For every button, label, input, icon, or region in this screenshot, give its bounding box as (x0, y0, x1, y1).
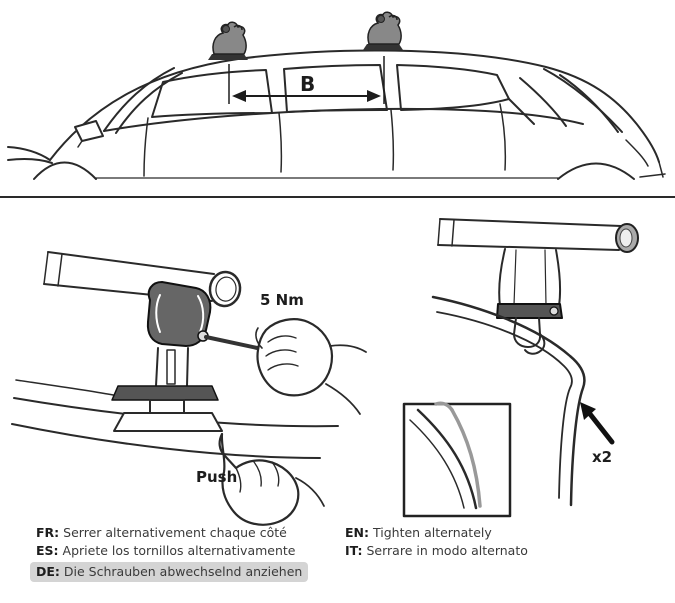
clamp-detail (402, 218, 639, 518)
instruction-de: DE:Die Schrauben abwechselnd anziehen (30, 562, 309, 582)
instructions-left-column: FR:Serrer alternativement chaque côté ES… (30, 524, 336, 582)
instruction-de-lang: DE: (36, 564, 60, 579)
instruction-it: IT:Serrare in modo alternato (345, 542, 645, 560)
push-label: Push (196, 468, 238, 486)
instruction-fr: FR:Serrer alternativement chaque côté (36, 524, 336, 542)
car-side-view (7, 49, 666, 180)
tightening-detail (11, 251, 367, 526)
roof-mount-front (207, 21, 249, 61)
instruction-it-text: Serrare in modo alternato (366, 543, 528, 558)
instruction-it-lang: IT: (345, 543, 363, 558)
instruction-es-lang: ES: (36, 543, 59, 558)
instruction-de-text: Die Schrauben abwechselnd anziehen (63, 564, 303, 579)
instruction-fr-text: Serrer alternativement chaque côté (63, 525, 287, 540)
instruction-es-text: Apriete los tornillos alternativamente (62, 543, 296, 558)
hand-with-tool (255, 318, 367, 415)
pushing-hand (218, 432, 325, 526)
edge-arrow (580, 402, 615, 445)
torque-label: 5 Nm (260, 291, 304, 309)
instruction-fr-lang: FR: (36, 525, 60, 540)
dimension-b-label: B (300, 72, 316, 96)
instruction-es: ES:Apriete los tornillos alternativament… (36, 542, 336, 560)
quantity-label: x2 (592, 448, 613, 466)
dimension-b (228, 56, 385, 104)
inset-detail-box (402, 401, 512, 518)
instruction-en-text: Tighten alternately (373, 525, 492, 540)
instructions-right-column: EN: Tighten alternately IT:Serrare in mod… (345, 524, 645, 560)
instruction-en: EN: Tighten alternately (345, 524, 645, 542)
instruction-en-lang: EN: (345, 525, 369, 540)
roof-mount-rear (362, 11, 404, 51)
